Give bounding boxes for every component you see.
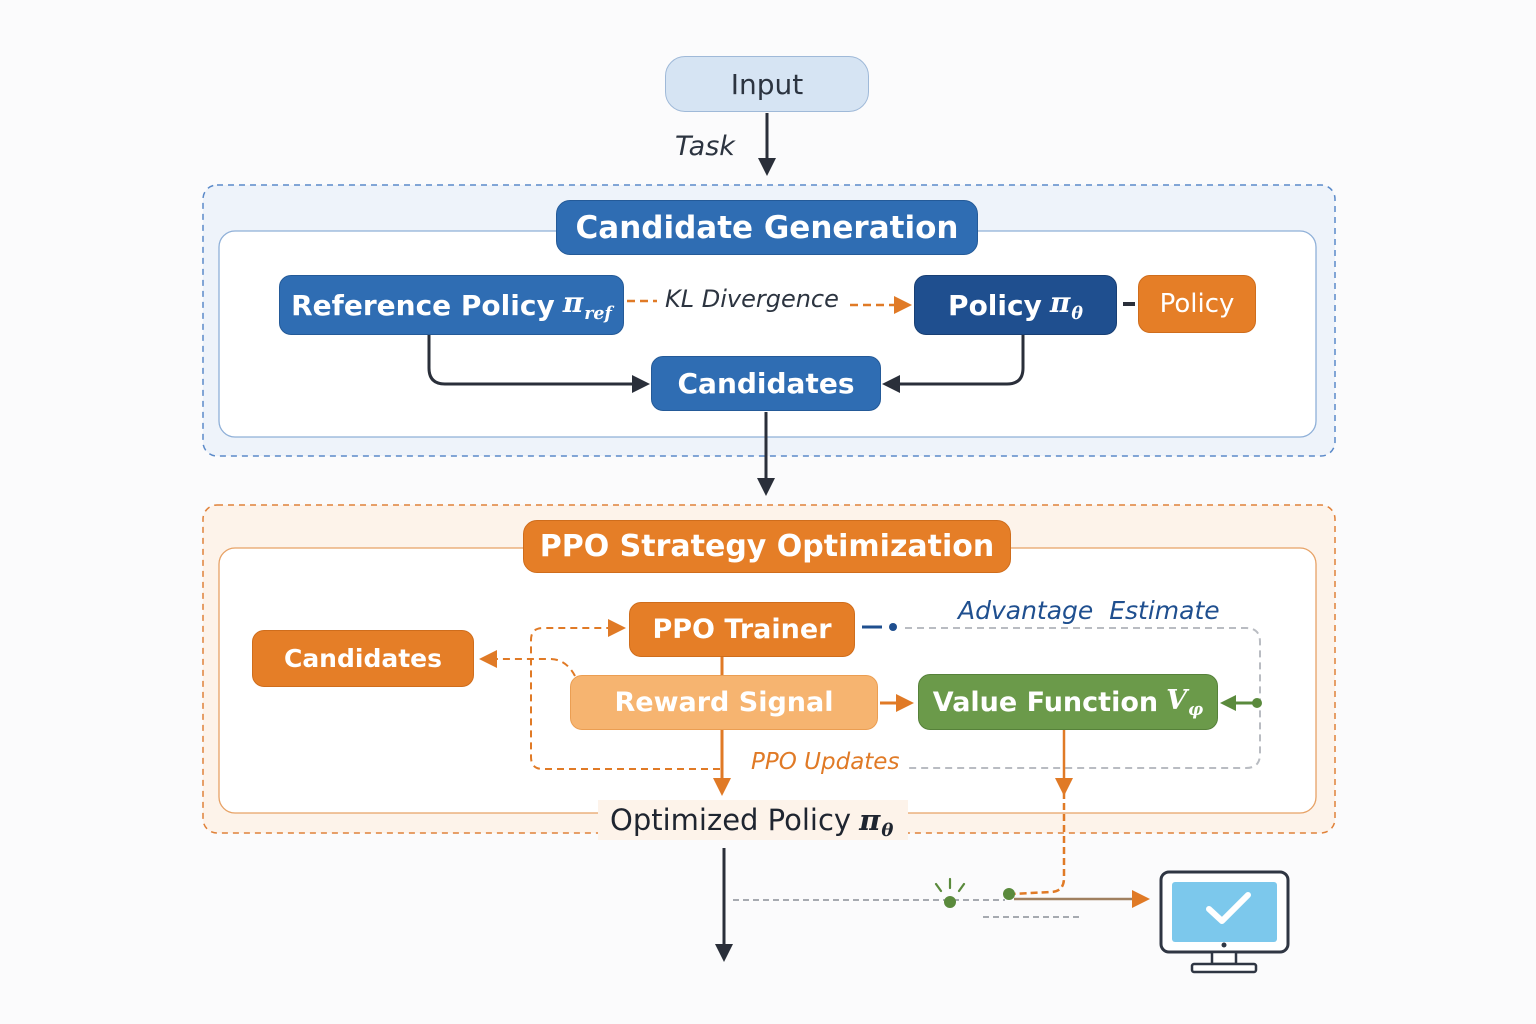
policy-label: Policy [948, 288, 1042, 322]
advantage-estimate-label: Advantage Estimate [958, 596, 1220, 625]
policy-symbol: πθ [1049, 286, 1083, 324]
reference-policy-symbol: πref [562, 286, 612, 324]
ppo-candidates-node: Candidates [252, 630, 474, 687]
candidate-generation-title: Candidate Generation [556, 200, 978, 255]
input-node: Input [665, 56, 869, 112]
ppo-optimization-title: PPO Strategy Optimization [523, 520, 1011, 573]
value-function-label: Value Function [932, 686, 1159, 718]
ppo-trainer-node: PPO Trainer [629, 602, 855, 657]
reference-policy-node: Reference Policy πref [279, 275, 624, 335]
arrow-reference-to-candidates [427, 335, 650, 393]
arrow-policy-to-candidates [882, 335, 1025, 393]
reward-signal-node: Reward Signal [570, 675, 878, 730]
spark-icon [934, 877, 966, 893]
ppo-updates-label: PPO Updates [751, 749, 900, 775]
monitor-checkmark-icon [1159, 870, 1290, 974]
advantage-estimate-loop [905, 627, 1261, 769]
output-label-backdrop [598, 800, 908, 840]
policy-tag: Policy [1138, 275, 1256, 333]
value-function-node: Value Function Vφ [918, 674, 1218, 730]
advantage-dot [889, 623, 897, 631]
reference-policy-label: Reference Policy [291, 288, 555, 322]
dashed-to-candidates [479, 650, 576, 677]
spark-dot [944, 896, 956, 908]
value-input-dot [1252, 698, 1262, 708]
policy-node: Policy πθ [914, 275, 1117, 335]
task-label: Task [675, 131, 735, 162]
monitor-arrow-dot [1003, 888, 1015, 900]
kl-divergence-label: KL Divergence [665, 285, 839, 313]
value-function-symbol: Vφ [1166, 685, 1204, 719]
dashed-loop-to-trainer [530, 619, 720, 770]
input-label: Input [730, 67, 804, 101]
candidates-node: Candidates [651, 356, 881, 411]
